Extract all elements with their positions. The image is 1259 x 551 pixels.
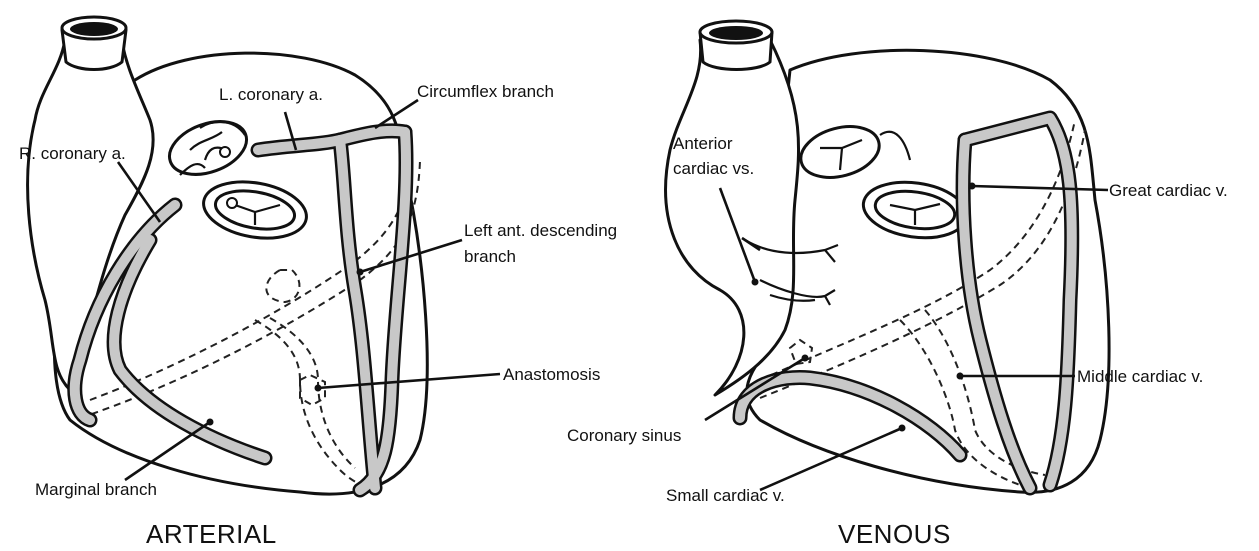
leader-dot-sinus [802,355,809,362]
leader-dot-anastomosis [315,385,322,392]
venous-heart [666,21,1109,492]
arterial-aorta-lumen [70,22,118,36]
leader-dot-great [969,183,976,190]
label-lad-line1: Left ant. descending [464,221,617,240]
leader-dot-middle [957,373,964,380]
label-middle-cardiac: Middle cardiac v. [1077,367,1203,386]
label-circumflex: Circumflex branch [417,82,554,101]
label-l-coronary: L. coronary a. [219,85,323,104]
title-arterial: ARTERIAL [146,519,277,549]
label-anterior-line2: cardiac vs. [673,159,754,178]
label-anterior-line1: Anterior [673,134,733,153]
label-great-cardiac: Great cardiac v. [1109,181,1228,200]
label-small-cardiac: Small cardiac v. [666,486,785,505]
arterial-coronary-ostium [220,147,230,157]
label-r-coronary: R. coronary a. [19,144,126,163]
venous-vena-cava-lumen [709,26,763,40]
label-anastomosis: Anastomosis [503,365,600,384]
label-coronary-sinus: Coronary sinus [567,426,681,445]
leader-dot-lad [357,269,364,276]
arterial-pulmonary-ostium [227,198,237,208]
label-lad-line2: branch [464,247,516,266]
label-marginal: Marginal branch [35,480,157,499]
leader-dot-anterior [752,279,759,286]
title-venous: VENOUS [838,519,951,549]
leader-dot-small [899,425,906,432]
leader-dot-marginal [207,419,214,426]
